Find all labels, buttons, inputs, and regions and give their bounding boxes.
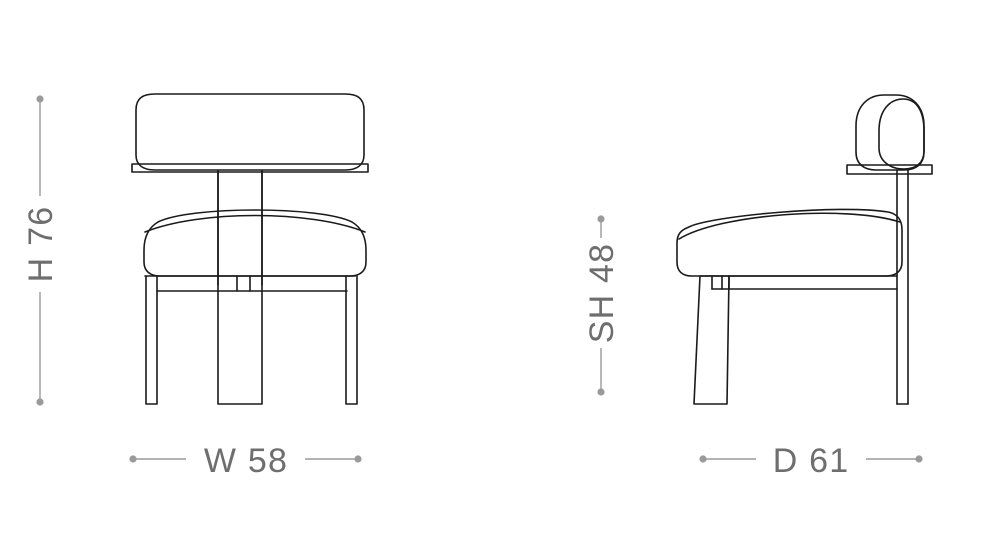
front-leg-right xyxy=(345,275,358,405)
side-backrest-cushion xyxy=(855,94,925,171)
side-backrest-base-plate xyxy=(846,164,933,175)
dimension-seat-height xyxy=(597,215,605,396)
width-endpoint-left xyxy=(129,455,137,463)
front-backrest-cushion xyxy=(135,93,365,171)
depth-endpoint-left xyxy=(699,455,707,463)
side-rear-post xyxy=(896,169,909,405)
side-front-leg xyxy=(693,275,730,405)
depth-endpoint-right xyxy=(915,455,923,463)
dimension-label-seat-height: SH 48 xyxy=(583,243,621,344)
dimension-label-height: H 76 xyxy=(22,206,60,283)
seat-height-endpoint-top xyxy=(597,215,605,223)
dimension-height xyxy=(36,95,44,406)
seat-height-endpoint-bottom xyxy=(597,388,605,396)
dimension-width xyxy=(129,455,362,463)
dimension-depth xyxy=(699,455,923,463)
front-backrest-base-plate xyxy=(131,163,369,173)
dimension-label-width: W 58 xyxy=(204,442,288,480)
front-seat-upper-contour xyxy=(144,214,366,233)
side-seat-cushion xyxy=(676,208,903,277)
side-view xyxy=(676,94,933,405)
width-endpoint-right xyxy=(354,455,362,463)
front-seat-cushion xyxy=(143,209,367,277)
height-endpoint-bottom xyxy=(36,398,44,406)
height-endpoint-top xyxy=(36,95,44,103)
front-view xyxy=(131,93,369,405)
dimension-label-depth: D 61 xyxy=(773,442,850,480)
front-leg-left xyxy=(145,275,158,405)
side-seat-upper-contour xyxy=(678,212,901,240)
front-center-back-leg xyxy=(217,170,263,405)
side-backrest-inner-roll xyxy=(878,98,925,170)
